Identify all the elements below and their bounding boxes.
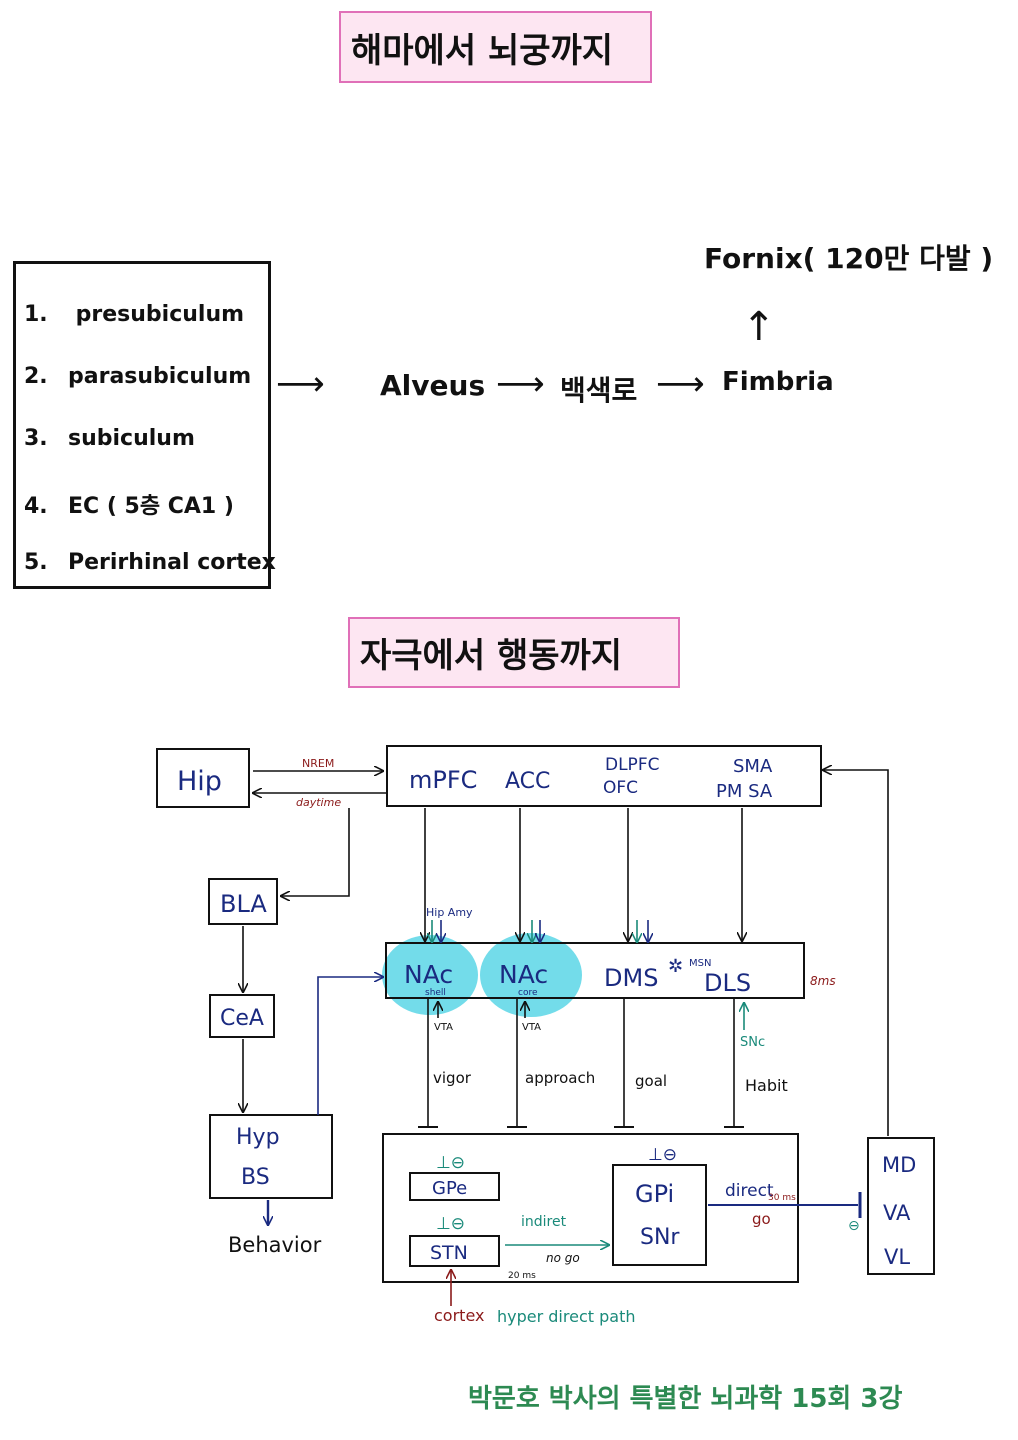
msn-neuron-icon: ✲ — [668, 956, 683, 977]
thalamus-to-cortex-arrow — [823, 770, 889, 1136]
list-item-number: 5. — [24, 550, 48, 575]
nac-shell-sub: shell — [425, 988, 446, 998]
striatum-box — [385, 942, 805, 999]
snc-label: SNc — [740, 1035, 765, 1050]
va-label: VA — [883, 1201, 911, 1225]
list-item-label: subiculum — [68, 426, 195, 451]
nrem-label: NREM — [302, 757, 334, 770]
white-matter-label: 백색로 — [560, 374, 638, 407]
acc-label: ACC — [505, 769, 550, 794]
dls-label: DLS — [704, 969, 751, 997]
cea-box — [209, 994, 275, 1038]
sma-label: SMA — [733, 756, 773, 777]
section-title-text: 자극에서 행동까지 — [360, 636, 623, 676]
list-item-label: Perirhinal cortex — [68, 550, 276, 575]
vigor-label: vigor — [433, 1069, 472, 1087]
cortex-label: cortex — [434, 1306, 484, 1325]
md-label: MD — [882, 1153, 916, 1177]
snr-label: SNr — [640, 1225, 680, 1250]
dms-label: DMS — [604, 964, 658, 992]
nac-core-label: NAc — [499, 960, 548, 989]
go-label: go — [752, 1210, 771, 1228]
daytime-label: daytime — [296, 796, 341, 809]
section-title: 자극에서 행동까지 — [348, 617, 680, 688]
nac-shell-highlight — [382, 935, 478, 1015]
gpi-label: GPi — [635, 1180, 674, 1208]
list-item-number: 1. — [24, 302, 48, 327]
list-item-label: EC ( 5층 CA1 ) — [68, 494, 234, 519]
vta-shell-label: VTA — [434, 1022, 453, 1033]
list-item-label: parasubiculum — [68, 364, 252, 389]
list-item-number: 3. — [24, 426, 48, 451]
gpi-snr-box — [612, 1164, 707, 1266]
source-list-box: 1. presubiculum 2. parasubiculum 3. subicu… — [13, 261, 276, 589]
ofc-label: OFC — [603, 778, 638, 798]
list-item: 1. presubiculum — [24, 302, 244, 327]
bla-label: BLA — [220, 890, 267, 918]
arrow-right-icon: ⟶ — [276, 364, 325, 404]
fornix-label: Fornix( 120만 다발 ) — [704, 242, 994, 275]
cortex-box — [386, 745, 822, 807]
fimbria-label: Fimbria — [722, 367, 834, 397]
list-item: 3. subiculum — [24, 426, 195, 451]
list-item-label: presubiculum — [68, 302, 245, 327]
thalamus-inhibit-icon: ⊖ — [848, 1218, 860, 1234]
gpi-inhibit-icon: ⊥⊖ — [648, 1145, 677, 1165]
arrow-right-icon: ⟶ — [496, 364, 545, 404]
vta-core-label: VTA — [522, 1022, 541, 1033]
stn-label: STN — [430, 1242, 468, 1264]
list-item-number: 2. — [24, 364, 48, 389]
hyp-label: Hyp — [236, 1125, 280, 1150]
thalamus-box — [867, 1137, 935, 1275]
goal-label: goal — [635, 1072, 667, 1090]
bs-label: BS — [241, 1165, 270, 1190]
gpe-label: GPe — [432, 1178, 467, 1199]
arrow-up-icon: ↑ — [742, 304, 776, 350]
page-title: 해마에서 뇌궁까지 — [339, 11, 652, 83]
twenty-ms-label: 20 ms — [508, 1271, 536, 1281]
pm-sa-label: PM SA — [716, 781, 773, 802]
dlpfc-label: DLPFC — [605, 755, 659, 775]
pallidum-box — [382, 1133, 799, 1283]
mpfc-label: mPFC — [409, 766, 477, 794]
vl-label: VL — [884, 1245, 910, 1269]
eight-ms-label: 8ms — [810, 974, 836, 988]
hip-amy-label: Hip Amy — [426, 906, 473, 919]
hip-box — [156, 748, 250, 808]
habit-label: Habit — [745, 1076, 788, 1095]
thirty-ms-label: 30 ms — [768, 1193, 796, 1203]
no-go-label: no go — [546, 1251, 580, 1265]
mpfc-to-bla-arrow — [281, 808, 350, 896]
direct-label: direct — [725, 1181, 774, 1201]
msn-label: MSN — [689, 958, 711, 969]
list-item: 2. parasubiculum — [24, 364, 251, 389]
list-item: 4. EC ( 5층 CA1 ) — [24, 488, 234, 520]
stn-box — [409, 1235, 500, 1267]
footer-credit: 박문호 박사의 특별한 뇌과학 15회 3강 — [468, 1384, 903, 1414]
hip-label: Hip — [177, 766, 222, 797]
approach-label: approach — [525, 1069, 595, 1087]
alveus-label: Alveus — [380, 369, 486, 402]
behavior-label: Behavior — [228, 1233, 322, 1257]
list-item-number: 4. — [24, 494, 48, 519]
nac-core-sub: core — [518, 988, 538, 998]
nac-shell-label: NAc — [404, 960, 453, 989]
list-item: 5. Perirhinal cortex — [24, 550, 276, 575]
page-title-text: 해마에서 뇌궁까지 — [351, 30, 614, 71]
gpe-inhibit-icon: ⊥⊖ — [436, 1153, 465, 1173]
hyperdirect-label: hyper direct path — [497, 1307, 635, 1326]
indirect-label: indiret — [521, 1214, 567, 1230]
gpe-box — [409, 1172, 500, 1201]
nac-core-highlight — [480, 933, 582, 1017]
arrow-right-icon: ⟶ — [656, 364, 705, 404]
stn-inhibit-icon: ⊥⊖ — [436, 1214, 465, 1234]
hyp-bs-box — [209, 1114, 333, 1199]
cea-label: CeA — [220, 1006, 264, 1031]
bla-box — [208, 878, 278, 925]
hyp-to-nac-arrow — [317, 977, 383, 1115]
